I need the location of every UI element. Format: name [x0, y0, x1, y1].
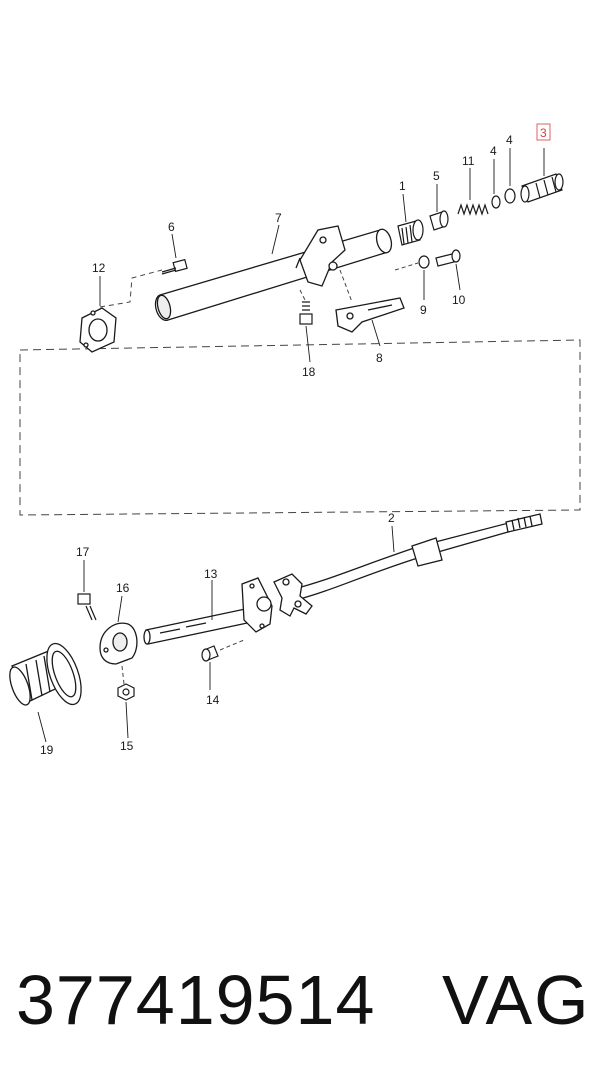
- steering-column-exploded-diagram: 1 5 11 4 4 3 7 6 12 8 9 10 18 2 13 17 16…: [9, 123, 581, 757]
- callout-7: 7: [275, 211, 282, 225]
- callout-2: 2: [388, 511, 395, 525]
- callout-4b: 4: [506, 133, 513, 147]
- part-13-lower-shaft: [143, 577, 273, 645]
- callout-17: 17: [76, 545, 90, 559]
- part-1-bushing: [397, 219, 424, 246]
- callout-19: 19: [40, 743, 54, 757]
- callout-6: 6: [168, 220, 175, 234]
- callout-9: 9: [420, 303, 427, 317]
- part-number-label: 377419514: [16, 961, 376, 1039]
- callout-15: 15: [120, 739, 134, 753]
- part-18-screw: [299, 301, 313, 325]
- part-4-washer: [491, 195, 501, 209]
- callout-10: 10: [452, 293, 466, 307]
- part-3-upper-sleeve: [520, 173, 564, 203]
- leader-lines: [37, 148, 545, 743]
- callout-8: 8: [376, 351, 383, 365]
- part-12-flange: [79, 307, 117, 353]
- callout-18: 18: [302, 365, 316, 379]
- callout-11: 11: [462, 154, 475, 168]
- part-10-bolt: [435, 249, 461, 267]
- part-9-washer: [418, 255, 430, 269]
- part-19-boot: [9, 642, 82, 706]
- callout-1: 1: [399, 179, 406, 193]
- part-6-bolt: [161, 258, 188, 275]
- callout-16: 16: [116, 581, 130, 595]
- part-16-clamp: [99, 622, 138, 665]
- part-4-washer: [504, 188, 516, 204]
- part-15-nut: [117, 683, 135, 701]
- part-8-bracket: [335, 297, 405, 333]
- part-17-bolt: [77, 593, 97, 621]
- assembly-guide-dashed: [19, 339, 581, 516]
- callout-3-highlight-box: [536, 123, 551, 141]
- callout-13: 13: [204, 567, 218, 581]
- callout-5: 5: [433, 169, 440, 183]
- part-14-bolt: [201, 645, 219, 662]
- callout-4a: 4: [490, 144, 497, 158]
- brand-label: VAG: [442, 961, 591, 1039]
- callout-3: 3: [540, 126, 547, 140]
- part-5-sleeve: [429, 210, 449, 231]
- part-7-column-tube: [154, 225, 393, 322]
- part-11-spring: [457, 203, 489, 216]
- part-2-steering-shaft: [273, 513, 543, 617]
- callout-12: 12: [92, 261, 106, 275]
- callout-14: 14: [206, 693, 220, 707]
